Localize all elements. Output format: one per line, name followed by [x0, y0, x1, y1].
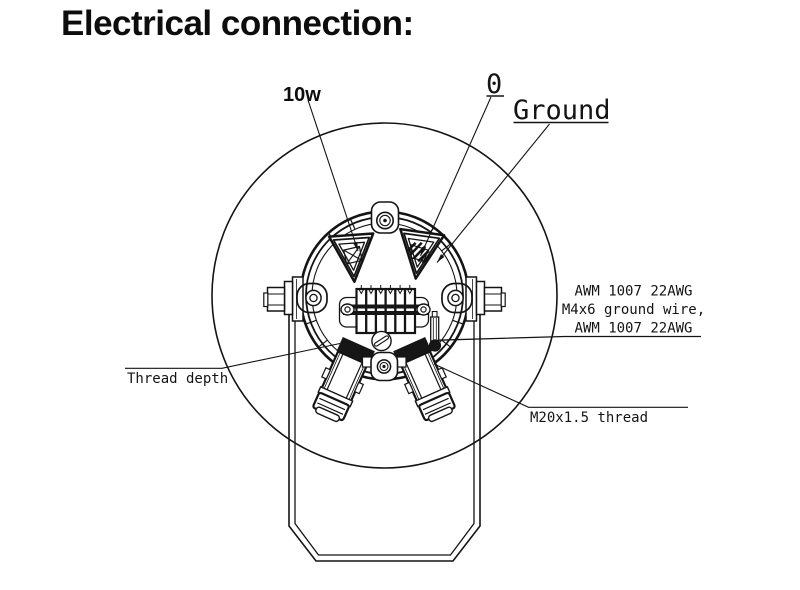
leader-m20-thread — [433, 363, 688, 408]
cable-gland-left — [312, 337, 375, 423]
label-thread-depth: Thread depth — [127, 371, 228, 387]
leader-0 — [419, 96, 492, 257]
housing-outline-circle — [211, 122, 558, 469]
label-m20-thread: M20x1.5 thread — [530, 410, 648, 426]
leader-wire-note — [437, 335, 701, 341]
leader-ground — [436, 123, 550, 263]
label-neutral: 0 — [486, 69, 502, 100]
left-mounting-lug — [296, 282, 328, 314]
arrowhead-ground — [437, 254, 445, 263]
terminal-screw-notches — [358, 285, 413, 295]
arrowhead-10w — [353, 241, 358, 251]
right-mounting-lug — [441, 282, 473, 314]
bottom-cover-screw — [361, 351, 407, 382]
leader-10w — [307, 99, 359, 252]
terminal-block — [338, 285, 431, 335]
wire-note-line1: AWM 1007 22AWG — [574, 284, 692, 300]
page-title: Electrical connection: — [61, 4, 414, 43]
mounting-yoke — [288, 312, 481, 562]
left-connector-port — [327, 232, 375, 283]
leader-lines — [125, 95, 701, 408]
wire-note-line3: AWM 1007 22AWG — [574, 321, 692, 337]
ground-screw — [428, 310, 442, 352]
right-connector-port — [399, 227, 446, 280]
top-cover-screw — [370, 201, 400, 234]
label-ground: Ground — [513, 95, 611, 126]
wire-spec-note: AWM 1007 22AWG M4x6 ground wire, AWM 100… — [562, 284, 705, 337]
arrowhead-0 — [420, 246, 427, 256]
label-10w: 10w — [283, 84, 321, 106]
cable-knockout — [371, 330, 392, 352]
terminal-bus-bar — [340, 303, 431, 316]
leader-thread-depth — [125, 342, 341, 369]
wire-note-line2: M4x6 ground wire, — [562, 302, 705, 318]
